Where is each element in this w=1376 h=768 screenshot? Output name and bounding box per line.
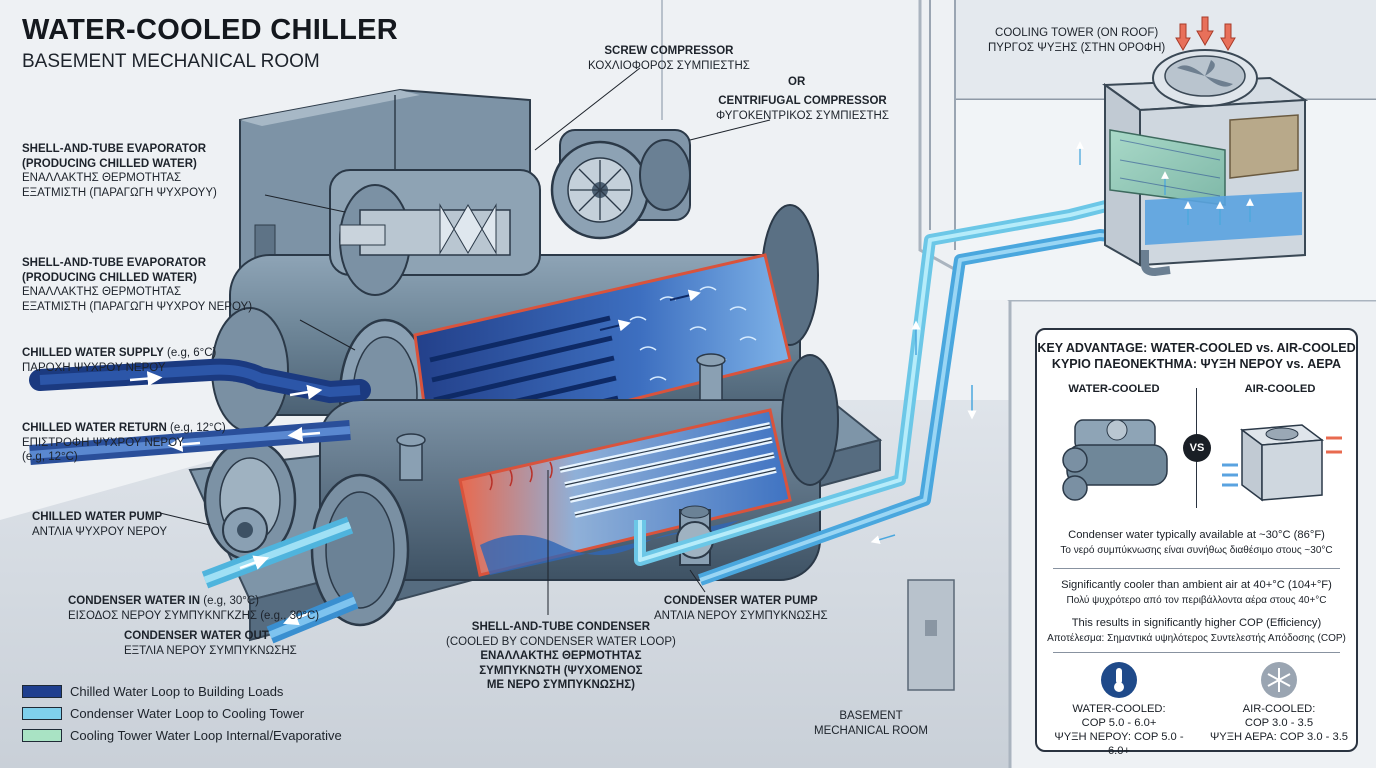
page-title: WATER-COOLED CHILLER bbox=[22, 14, 398, 46]
screw-compressor bbox=[329, 169, 541, 296]
condenser-label: SHELL-AND-TUBE CONDENSER(COOLED BY CONDE… bbox=[446, 621, 676, 691]
evaporator-label-1: SHELL-AND-TUBE EVAPORATOR(PRODUCING CHIL… bbox=[22, 143, 217, 199]
legend-item-chilled: Chilled Water Loop to Building Loads bbox=[22, 680, 342, 702]
legend-item-tower: Cooling Tower Water Loop Internal/Evapor… bbox=[22, 724, 342, 746]
air-cooled-heading: AIR-COOLED bbox=[1244, 383, 1316, 395]
panel-heading: KEY ADVANTAGE: WATER-COOLED vs. AIR-COOL… bbox=[1037, 341, 1356, 371]
point-cop: This results in significantly higher COP… bbox=[1047, 617, 1346, 644]
water-cooled-heading: WATER-COOLED bbox=[1068, 383, 1160, 395]
comparison-panel: KEY ADVANTAGE: WATER-COOLED vs. AIR-COOL… bbox=[1035, 328, 1358, 757]
thermometer-icon bbox=[1101, 662, 1137, 698]
air-cooled-cop: AIR-COOLED: COP 3.0 - 3.5 ΨΥΞΗ ΑΕΡΑ: COP… bbox=[1209, 703, 1349, 743]
legend-item-condenser: Condenser Water Loop to Cooling Tower bbox=[22, 702, 342, 724]
vs-badge: VS bbox=[1183, 434, 1211, 462]
legend: Chilled Water Loop to Building Loads Con… bbox=[22, 680, 342, 746]
chilled-water-pipes bbox=[29, 358, 371, 465]
chilled-water-supply-label: CHILLED WATER SUPPLY (e.g, 6°C) ΠΑΡΟΧΗ Ψ… bbox=[22, 347, 217, 374]
point-condenser-water: Condenser water typically available at ~… bbox=[1060, 529, 1333, 556]
chilled-water-return-label: CHILLED WATER RETURN (e.g, 12°C) ΕΠΙΣΤΡΟ… bbox=[22, 422, 226, 463]
water-cooled-chiller-icon bbox=[1062, 419, 1168, 501]
legend-swatch-chilled bbox=[22, 684, 62, 698]
point-ambient-air: Significantly cooler than ambient air at… bbox=[1061, 579, 1332, 606]
cooling-tower bbox=[1076, 16, 1309, 277]
or-label: OR bbox=[788, 76, 806, 88]
page-subtitle: BASEMENT MECHANICAL ROOM bbox=[22, 51, 320, 72]
water-cooled-cop: WATER-COOLED: COP 5.0 - 6.0+ ΨΥΞΗ ΝΕΡΟΥ:… bbox=[1054, 703, 1184, 757]
legend-swatch-tower bbox=[22, 728, 62, 742]
snowflake-icon bbox=[1261, 662, 1297, 698]
air-cooled-unit-icon bbox=[1222, 424, 1342, 502]
leader-lines bbox=[159, 67, 771, 615]
cooling-tower-label: COOLING TOWER (ON ROOF)ΠΥΡΓΟΣ ΨΥΞΗΣ (ΣΤΗ… bbox=[988, 27, 1166, 54]
legend-swatch-condenser bbox=[22, 706, 62, 720]
condenser-water-in-label: CONDENSER WATER IN (e.g, 30°C) ΕΙΣΟΔΟΣ Ν… bbox=[68, 595, 320, 622]
evaporator-label-2: SHELL-AND-TUBE EVAPORATOR(PRODUCING CHIL… bbox=[22, 257, 253, 313]
centrifugal-compressor bbox=[550, 129, 691, 240]
